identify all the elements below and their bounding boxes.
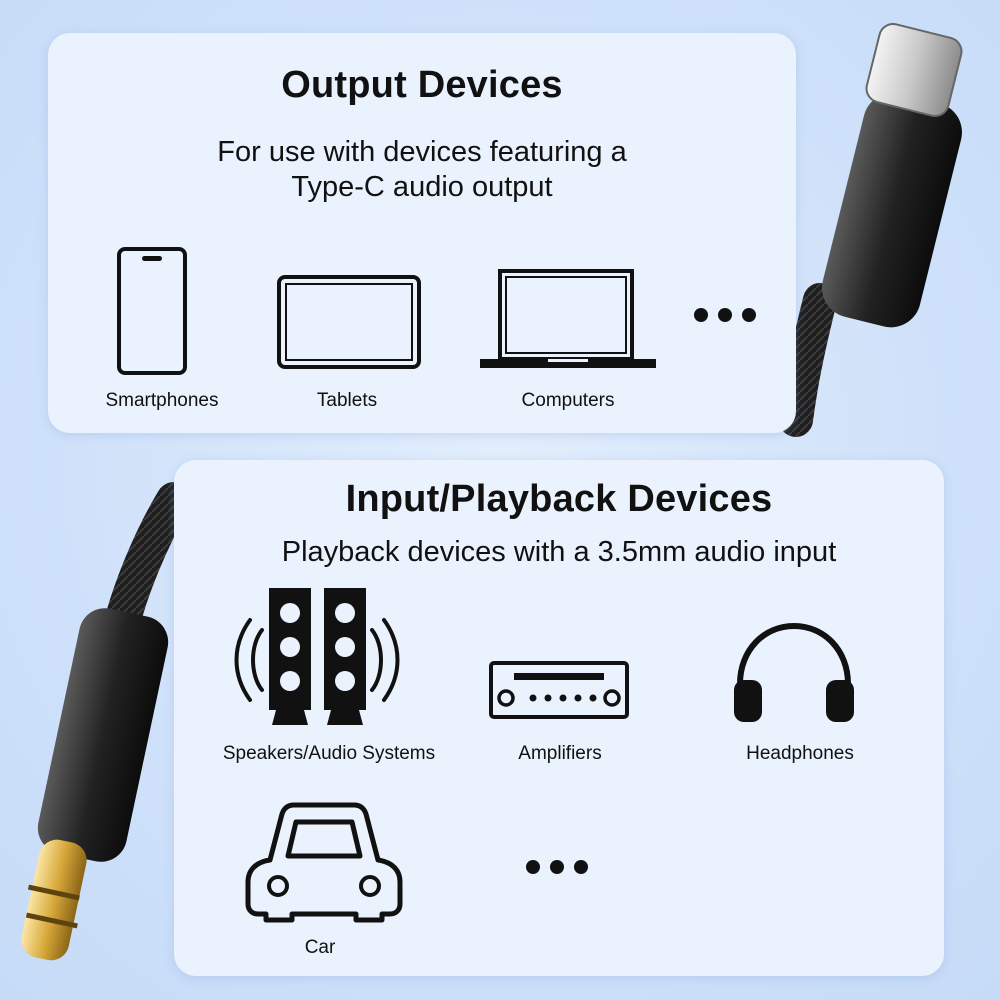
device-label-smartphones: Smartphones xyxy=(105,390,219,411)
speakers-icon xyxy=(234,588,400,725)
device-label-speakers: Speakers/Audio Systems xyxy=(222,743,436,764)
device-label-car: Car xyxy=(304,937,336,958)
type-c-plug xyxy=(865,22,963,118)
jack-plug xyxy=(21,839,87,961)
input-title: Input/Playback Devices xyxy=(345,478,773,520)
more-playback-devices-icon xyxy=(526,860,588,874)
amplifier-icon xyxy=(489,661,629,719)
smartphone-icon xyxy=(117,247,187,375)
cable-braid-top xyxy=(779,283,837,437)
more-devices-icon xyxy=(694,308,756,322)
output-devices-card xyxy=(48,33,796,433)
device-label-headphones: Headphones xyxy=(746,743,854,764)
cable-braid-bottom xyxy=(102,482,192,648)
output-subtitle-line2: Type-C audio output xyxy=(291,171,553,203)
laptop-icon xyxy=(480,269,656,368)
input-subtitle: Playback devices with a 3.5mm audio inpu… xyxy=(281,536,837,568)
headphones-icon xyxy=(734,622,854,722)
device-label-computers: Computers xyxy=(521,390,615,411)
device-label-tablets: Tablets xyxy=(316,390,378,411)
jack-housing xyxy=(37,608,169,862)
type-c-housing xyxy=(822,92,962,328)
car-icon xyxy=(245,802,403,923)
output-subtitle-line1: For use with devices featuring a xyxy=(217,136,627,168)
device-label-amplifiers: Amplifiers xyxy=(518,743,602,764)
tablet-icon xyxy=(277,275,421,369)
output-title: Output Devices xyxy=(281,64,563,106)
